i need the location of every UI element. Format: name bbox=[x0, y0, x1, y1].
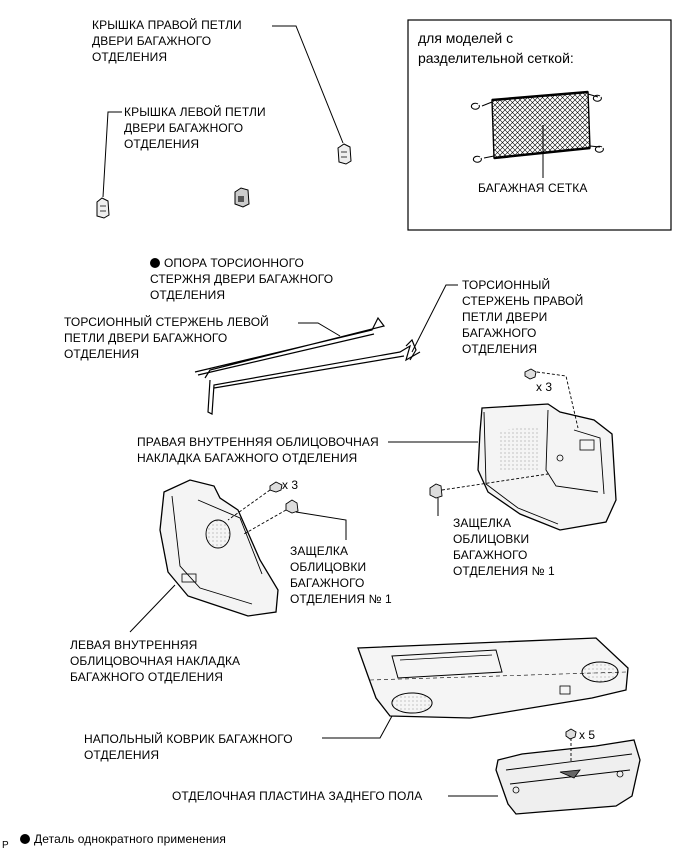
right-hinge-cover-drawing bbox=[337, 143, 352, 165]
right-trim-clips-drawing bbox=[429, 368, 579, 499]
floor-mat-drawing bbox=[357, 637, 629, 719]
luggage-net-inset bbox=[407, 19, 672, 231]
rear-floor-plate-drawing bbox=[495, 728, 641, 815]
right-inner-trim-drawing bbox=[477, 403, 617, 531]
label-rear-floor-plate: ОТДЕЛОЧНАЯ ПЛАСТИНА ЗАДНЕГО ПОЛА bbox=[172, 789, 423, 803]
torsion-bar-support-text: ОПОРА ТОРСИОННОГО СТЕРЖНЯ ДВЕРИ БАГАЖНОГ… bbox=[150, 256, 334, 302]
right-hinge-cover-leader bbox=[272, 25, 344, 144]
label-trim-clip-right: ЗАЩЕЛКА ОБЛИЦОВКИ БАГАЖНОГО ОТДЕЛЕНИЯ № … bbox=[453, 516, 555, 578]
luggage-net-drawing bbox=[470, 90, 604, 163]
label-left-torsion-bar: ТОРСИОННЫЙ СТЕРЖЕНЬ ЛЕВОЙ ПЕТЛИ ДВЕРИ БА… bbox=[64, 315, 269, 361]
left-trim-clips-drawing bbox=[227, 481, 299, 535]
label-torsion-bar-support: ОПОРА ТОРСИОННОГО СТЕРЖНЯ ДВЕРИ БАГАЖНОГ… bbox=[150, 239, 333, 303]
qty-left-trim-clips: x 3 bbox=[282, 478, 299, 492]
qty-right-trim-clips: x 3 bbox=[536, 380, 553, 394]
torsion-bar-support-drawing bbox=[234, 187, 250, 208]
left-hinge-cover-leader bbox=[102, 111, 122, 198]
label-right-torsion-bar: ТОРСИОННЫЙ СТЕРЖЕНЬ ПРАВОЙ ПЕТЛИ ДВЕРИ Б… bbox=[462, 278, 584, 356]
left-inner-trim-leader bbox=[129, 584, 176, 633]
label-left-inner-trim: ЛЕВАЯ ВНУТРЕННЯЯ ОБЛИЦОВОЧНАЯ НАКЛАДКА Б… bbox=[70, 638, 241, 684]
label-trim-clip-left: ЗАЩЕЛКА ОБЛИЦОВКИ БАГАЖНОГО ОТДЕЛЕНИЯ № … bbox=[290, 544, 392, 606]
label-floor-mat: НАПОЛЬНЫЙ КОВРИК БАГАЖНОГО ОТДЕЛЕНИЯ bbox=[84, 732, 293, 762]
label-luggage-net: БАГАЖНАЯ СЕТКА bbox=[478, 181, 588, 195]
floor-mat-leader bbox=[322, 715, 393, 739]
inset-frame bbox=[407, 19, 672, 231]
non-reusable-marker-icon bbox=[150, 258, 160, 268]
label-right-inner-trim: ПРАВАЯ ВНУТРЕННЯЯ ОБЛИЦОВОЧНАЯ НАКЛАДКА … bbox=[137, 435, 379, 465]
left-hinge-cover-drawing bbox=[96, 197, 110, 219]
qty-floor-plate-clips: x 5 bbox=[579, 728, 596, 742]
label-right-hinge-cover: КРЫШКА ПРАВОЙ ПЕТЛИ ДВЕРИ БАГАЖНОГО ОТДЕ… bbox=[92, 18, 242, 64]
inset-caption: для моделей с разделительной сеткой: bbox=[418, 30, 574, 66]
legend-marker-icon bbox=[20, 834, 30, 844]
legend: Деталь однократного применения bbox=[20, 815, 226, 847]
left-torsion-bar-leader bbox=[298, 322, 341, 337]
legend-text: Деталь однократного применения bbox=[34, 832, 226, 846]
left-inner-trim-drawing bbox=[159, 479, 279, 617]
corner-code: P bbox=[2, 840, 9, 851]
left-trim-clip-leader bbox=[295, 511, 347, 540]
label-left-hinge-cover: КРЫШКА ЛЕВОЙ ПЕТЛИ ДВЕРИ БАГАЖНОГО ОТДЕЛ… bbox=[124, 105, 266, 151]
torsion-bars-drawing bbox=[194, 316, 421, 415]
right-torsion-bar-leader bbox=[411, 284, 458, 353]
